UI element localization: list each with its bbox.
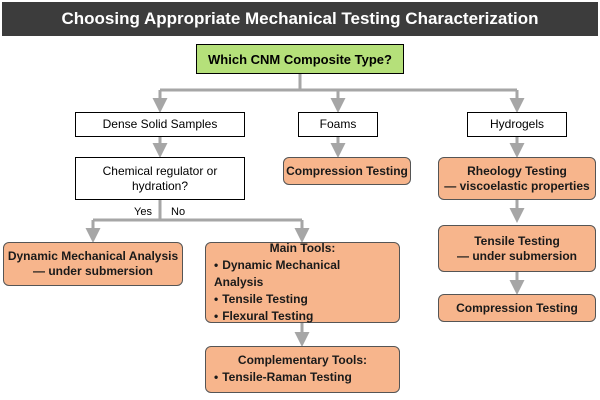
- tensile-line-2: — under submersion: [456, 248, 578, 263]
- main-tools-item: Tensile Testing: [214, 291, 391, 308]
- complementary-tools-item: Tensile-Raman Testing: [214, 369, 391, 386]
- complementary-tools-title: Complementary Tools:: [237, 353, 368, 367]
- question-node: Chemical regulator or hydration?: [75, 157, 245, 200]
- branch-label-no: No: [171, 206, 186, 218]
- branch-label-yes: Yes: [134, 206, 152, 218]
- foams-compression-node: Compression Testing: [283, 157, 411, 185]
- tensile-line-1: Tensile Testing: [474, 233, 560, 248]
- category-foams: Foams: [298, 112, 378, 137]
- category-hydrogels: Hydrogels: [467, 112, 567, 137]
- rheology-line-1: Rheology Testing: [467, 163, 567, 178]
- complementary-tools-list: Tensile-Raman Testing: [214, 369, 391, 386]
- main-tools-list: Dynamic Mechanical Analysis Tensile Test…: [214, 257, 391, 325]
- hydrogel-rheology-node: Rheology Testing — viscoelastic properti…: [438, 157, 596, 200]
- category-dense-solid: Dense Solid Samples: [75, 112, 245, 137]
- rheology-line-2: — viscoelastic properties: [444, 178, 590, 193]
- dma-submersion-line-1: Dynamic Mechanical Analysis: [7, 249, 179, 263]
- main-tools-title: Main Tools:: [269, 240, 336, 255]
- dma-submersion-node: Dynamic Mechanical Analysis — under subm…: [3, 242, 183, 286]
- main-tools-item: Flexural Testing: [214, 308, 391, 325]
- root-node: Which CNM Composite Type?: [196, 44, 404, 74]
- diagram-title: Choosing Appropriate Mechanical Testing …: [2, 2, 598, 36]
- hydrogel-compression-node: Compression Testing: [438, 294, 596, 322]
- complementary-tools-node: Complementary Tools: Tensile-Raman Testi…: [205, 346, 400, 393]
- main-tools-node: Main Tools: Dynamic Mechanical Analysis …: [205, 240, 400, 325]
- hydrogel-tensile-node: Tensile Testing — under submersion: [438, 225, 596, 272]
- main-tools-item: Dynamic Mechanical Analysis: [214, 257, 391, 291]
- dma-submersion-line-2: — under submersion: [32, 264, 154, 278]
